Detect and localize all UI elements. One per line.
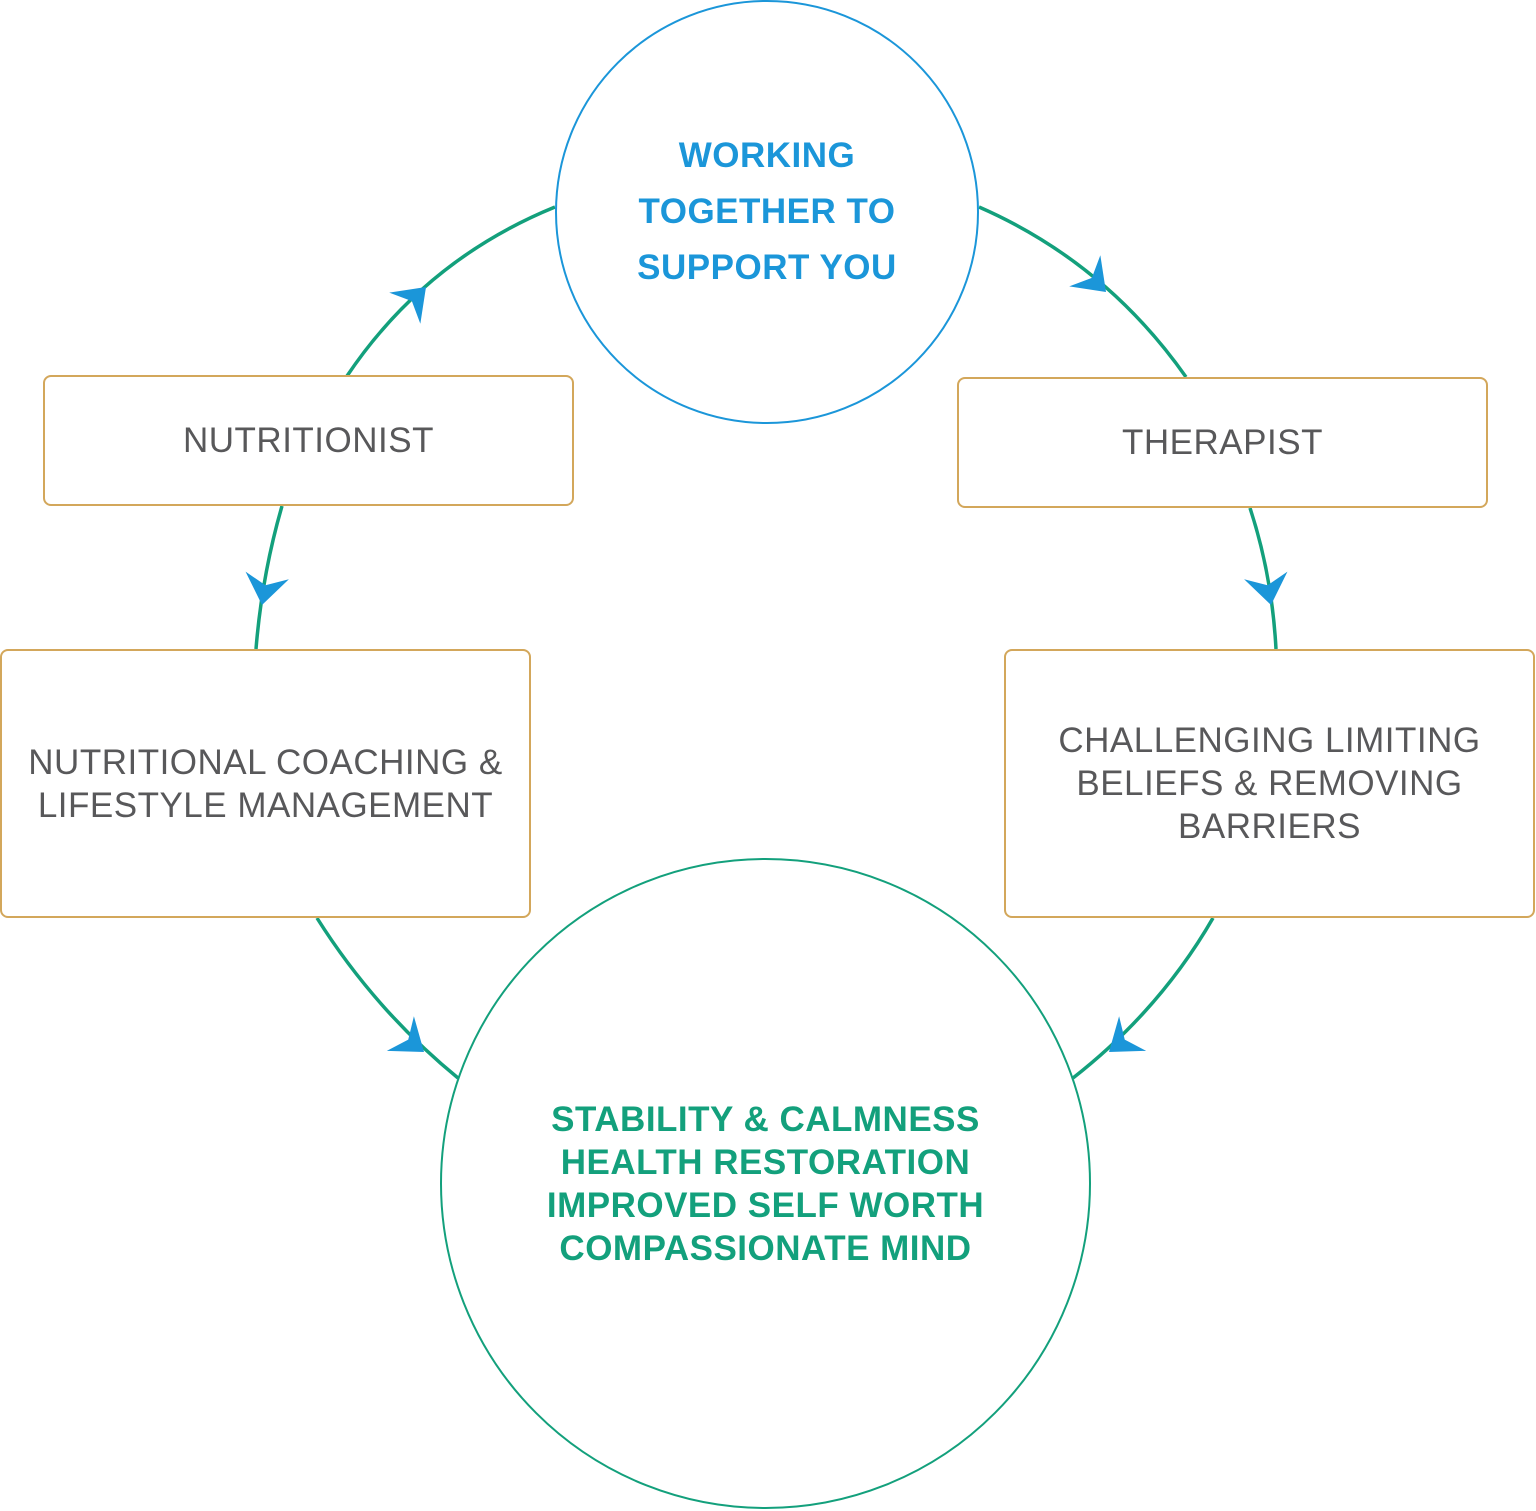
arrowhead-right-lower xyxy=(1109,1016,1147,1052)
arc-left-upper xyxy=(254,505,284,650)
nutritional-coaching-box: NUTRITIONAL COACHING & LIFESTYLE MANAGEM… xyxy=(0,649,531,918)
arrowhead-top-left xyxy=(389,287,426,324)
challenging-beliefs-line-3: BARRIERS xyxy=(1178,807,1361,846)
bottom-circle-line-3: IMPROVED SELF WORTH xyxy=(546,1185,985,1225)
challenging-beliefs-line-1: CHALLENGING LIMITING xyxy=(1058,721,1481,760)
nutritional-coaching-line-1: NUTRITIONAL COACHING & xyxy=(28,742,503,782)
bottom-circle-line-2: HEALTH RESTORATION xyxy=(560,1142,971,1182)
top-circle: WORKING TOGETHER TO SUPPORT YOU xyxy=(555,0,979,424)
top-circle-line-2: TOGETHER TO xyxy=(638,192,896,231)
arc-right-upper xyxy=(1248,507,1278,650)
arc-left-lower xyxy=(315,917,460,1080)
challenging-beliefs-line-2: BELIEFS & REMOVING xyxy=(1076,764,1463,803)
arrowhead-left-upper xyxy=(245,571,289,605)
bottom-circle: STABILITY & CALMNESS HEALTH RESTORATION … xyxy=(440,858,1091,1509)
arrowhead-right-upper xyxy=(1244,571,1288,605)
therapist-label: THERAPIST xyxy=(1122,422,1323,462)
top-circle-line-3: SUPPORT YOU xyxy=(637,248,897,287)
top-circle-line-1: WORKING xyxy=(678,136,856,175)
bottom-circle-line-4: COMPASSIONATE MIND xyxy=(559,1228,972,1268)
arc-top-right xyxy=(978,205,1188,379)
nutritionist-box: NUTRITIONIST xyxy=(43,375,574,506)
arc-top-left xyxy=(345,205,556,377)
arc-right-lower xyxy=(1071,917,1215,1080)
arrowhead-left-lower xyxy=(386,1016,424,1052)
bottom-circle-line-1: STABILITY & CALMNESS xyxy=(551,1099,980,1139)
challenging-beliefs-box: CHALLENGING LIMITING BELIEFS & REMOVING … xyxy=(1004,649,1535,918)
nutritional-coaching-line-2: LIFESTYLE MANAGEMENT xyxy=(37,785,494,825)
nutritionist-label: NUTRITIONIST xyxy=(183,420,434,460)
arrowhead-top-right xyxy=(1069,255,1106,292)
therapist-box: THERAPIST xyxy=(957,377,1488,508)
